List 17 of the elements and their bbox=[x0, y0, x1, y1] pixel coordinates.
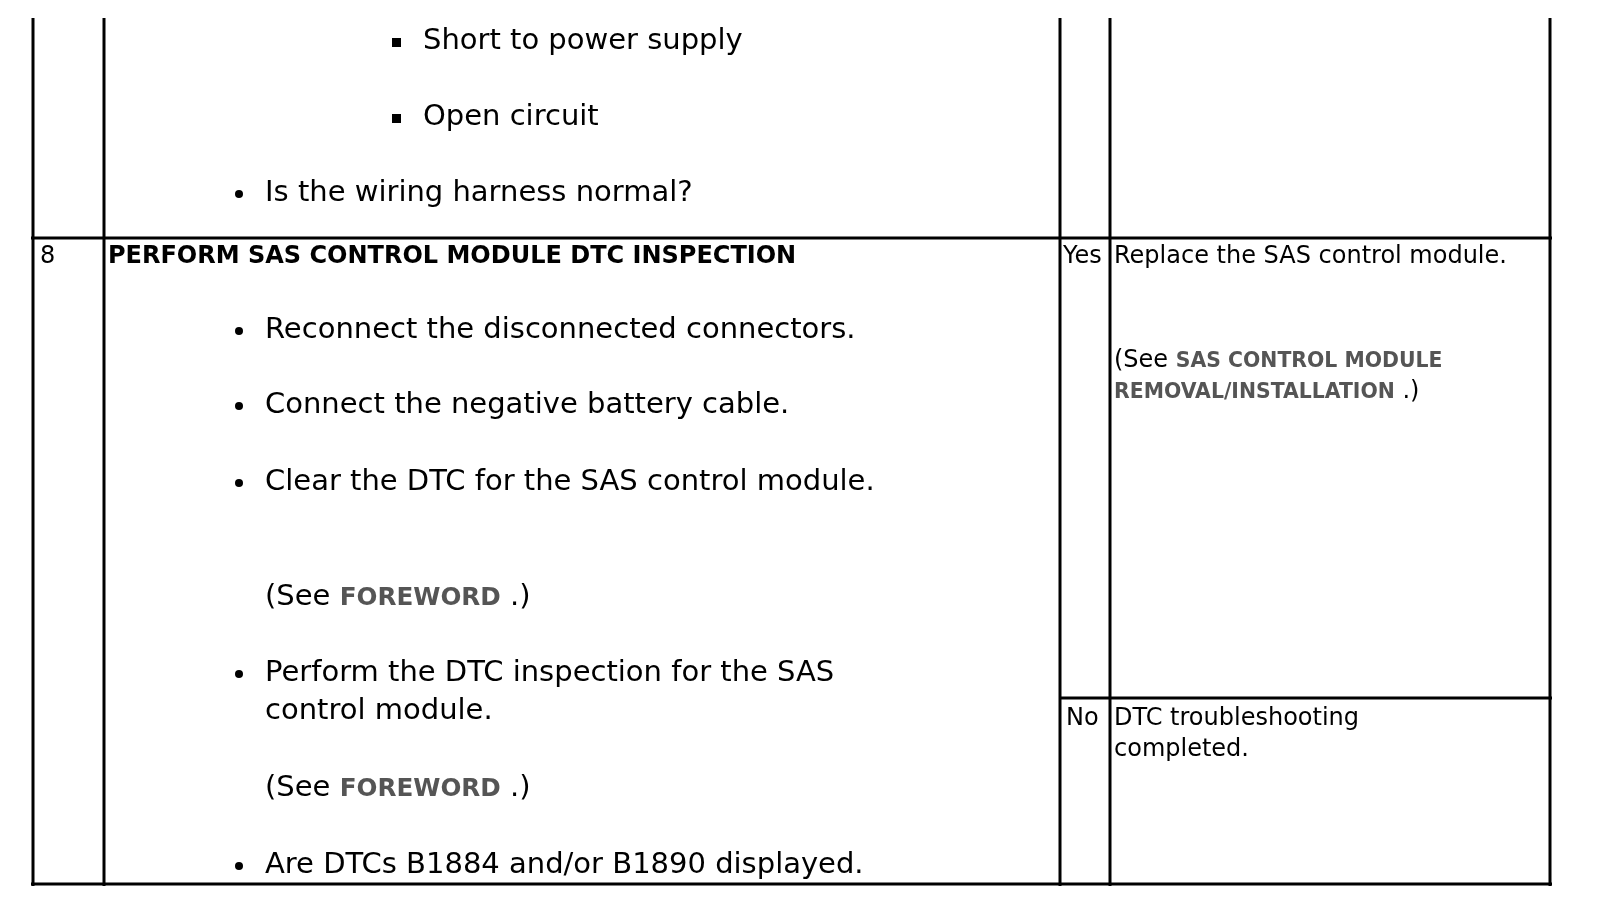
list-item: Connect the negative battery cable. bbox=[265, 385, 791, 422]
reference-note: (See FOREWORD .) bbox=[265, 577, 532, 614]
step-number: 8 bbox=[40, 240, 57, 271]
list-item: Are DTCs B1884 and/or B1890 displayed. bbox=[265, 845, 865, 882]
action-text: Replace the SAS control module. bbox=[1114, 240, 1508, 271]
list-item: Reconnect the disconnected connectors. bbox=[265, 310, 857, 347]
answer-label: No bbox=[1066, 702, 1100, 733]
list-item: Is the wiring harness normal? bbox=[265, 173, 694, 210]
action-text: DTC troubleshooting completed. bbox=[1114, 702, 1361, 765]
reference-note: (See SAS CONTROL MODULE REMOVAL/INSTALLATION .) bbox=[1114, 344, 1444, 407]
step-heading: PERFORM SAS CONTROL MODULE DTC INSPECTION bbox=[108, 240, 798, 271]
list-item: Perform the DTC inspection for the SAS control module. bbox=[265, 653, 836, 728]
answer-label: Yes bbox=[1063, 240, 1103, 271]
reference-note: (See FOREWORD .) bbox=[265, 768, 532, 805]
list-item: Clear the DTC for the SAS control module. bbox=[265, 462, 876, 499]
list-item: Short to power supply bbox=[423, 21, 744, 58]
list-item: Open circuit bbox=[423, 97, 600, 134]
